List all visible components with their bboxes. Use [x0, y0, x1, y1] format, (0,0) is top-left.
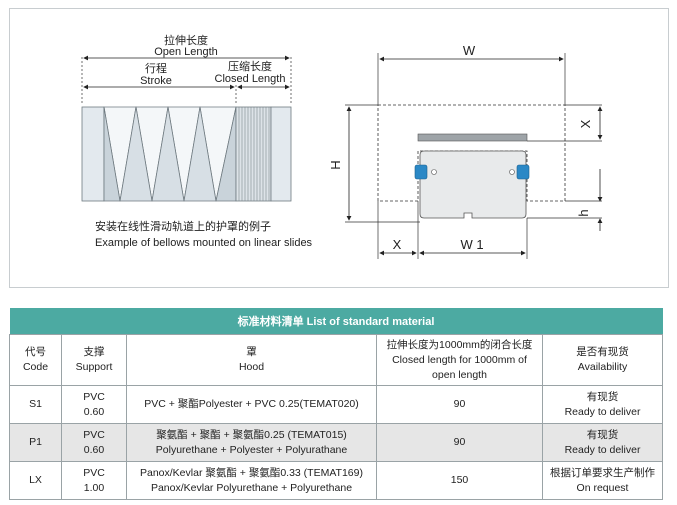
open-length-en-label: Open Length	[154, 46, 218, 58]
cell-availability: 有现货 Ready to deliver	[541, 385, 664, 424]
right-seal	[516, 164, 530, 180]
left-seal	[414, 164, 428, 180]
h-label: H	[328, 160, 343, 169]
cell-hood: 聚氨酯 + 聚酯 + 聚氨酯0.25 (TEMAT015) Polyuretha…	[126, 423, 377, 462]
cell-code: LX	[9, 461, 62, 500]
closed-length-en-label: Closed Length	[215, 73, 286, 85]
material-table: 标准材料清单 List of standard material 代号 Code…	[9, 308, 664, 500]
table-header-row: 代号 Code 支撑 Support 罩 Hood 拉伸长度为1000mm的闭合…	[9, 334, 664, 386]
cell-support: PVC 0.60	[61, 385, 127, 424]
cell-support: PVC 1.00	[61, 461, 127, 500]
table-row: LX PVC 1.00 Panox/Kevlar 聚氨酯 + 聚氨酯0.33 (…	[9, 461, 664, 500]
x-right-label: X	[578, 119, 593, 128]
table-title-row: 标准材料清单 List of standard material	[9, 308, 663, 335]
header-code: 代号 Code	[9, 334, 62, 386]
w-label: W	[463, 43, 476, 58]
table-row: P1 PVC 0.60 聚氨酯 + 聚酯 + 聚氨酯0.25 (TEMAT015…	[9, 423, 664, 462]
closed-length-zh-label: 压缩长度	[228, 59, 272, 73]
cell-support: PVC 0.60	[61, 423, 127, 462]
table-row: S1 PVC 0.60 PVC + 聚酯Polyester + PVC 0.25…	[9, 385, 664, 424]
cell-closed-length: 90	[376, 385, 543, 424]
table-title: 标准材料清单 List of standard material	[9, 308, 663, 335]
bellows-illustration: 拉伸长度 Open Length 行程 Stroke 压缩长度 Closed L…	[81, 33, 313, 249]
stroke-zh-label: 行程	[145, 62, 167, 75]
x-bottom-label: X	[393, 237, 402, 252]
cap-plate	[417, 133, 528, 142]
diagram-panel: 拉伸长度 Open Length 行程 Stroke 压缩长度 Closed L…	[9, 8, 669, 288]
w1-label: W 1	[460, 237, 483, 252]
carriage	[419, 150, 527, 219]
header-availability: 是否有现货 Availability	[541, 334, 664, 386]
cell-closed-length: 150	[376, 461, 543, 500]
h-small-label: h	[576, 209, 591, 216]
cell-availability: 有现货 Ready to deliver	[541, 423, 664, 462]
caption-en: Example of bellows mounted on linear sli…	[95, 237, 313, 249]
cell-code: S1	[9, 385, 62, 424]
open-length-zh-label: 拉伸长度	[164, 33, 208, 47]
cell-availability: 根据订单要求生产制作 On request	[541, 461, 664, 500]
header-hood: 罩 Hood	[126, 334, 377, 386]
material-table-wrap: 标准材料清单 List of standard material 代号 Code…	[9, 308, 664, 500]
cell-closed-length: 90	[376, 423, 543, 462]
cell-hood: PVC + 聚酯Polyester + PVC 0.25(TEMAT020)	[126, 385, 377, 424]
stroke-en-label: Stroke	[140, 75, 172, 87]
header-closed-length: 拉伸长度为1000mm的闭合长度 Closed length for 1000m…	[376, 334, 543, 386]
cell-code: P1	[9, 423, 62, 462]
diagram-svg: 拉伸长度 Open Length 行程 Stroke 压缩长度 Closed L…	[81, 33, 603, 259]
cross-section-diagram: W H X h	[328, 43, 603, 259]
caption-zh: 安装在线性滑动轨道上的护罩的例子	[95, 219, 271, 233]
header-support: 支撑 Support	[61, 334, 127, 386]
cell-hood: Panox/Kevlar 聚氨酯 + 聚氨酯0.33 (TEMAT169) Pa…	[126, 461, 377, 500]
